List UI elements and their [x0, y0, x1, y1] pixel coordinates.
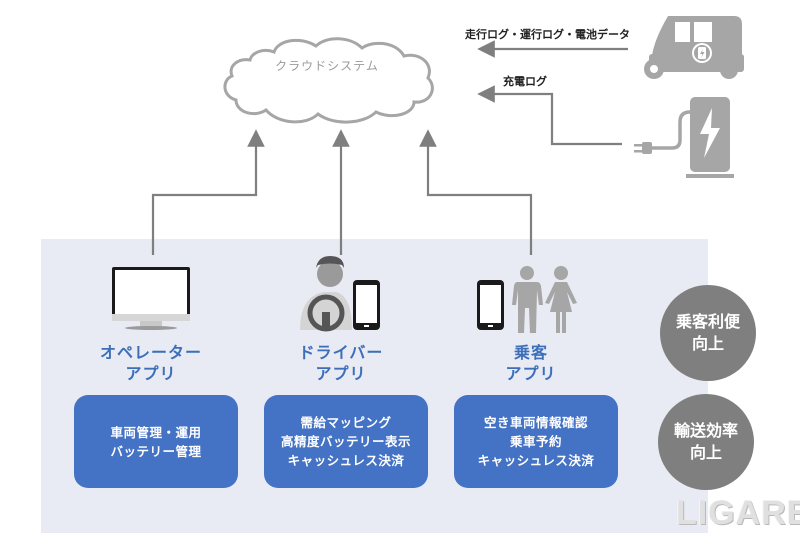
driver-features-box: 需給マッピング 高精度バッテリー表示 キャッシュレス決済 [264, 395, 428, 488]
cloud-icon [223, 37, 434, 124]
transport-efficiency-badge: 輸送効率 向上 [658, 394, 754, 490]
feature-item: 乗車予約 [509, 434, 562, 449]
electric-tuk-tuk-icon [644, 16, 744, 79]
driver-app-title-line2: アプリ [315, 364, 367, 383]
badge-line1: 輸送効率 [673, 421, 738, 440]
passenger-app-title-line1: 乗客 [513, 343, 548, 362]
operator-to-cloud-arrow [151, 129, 265, 255]
feature-item: キャッシュレス決済 [477, 453, 595, 468]
driver-app-title-line1: ドライバー [298, 343, 384, 362]
charger-to-cloud-arrow [477, 85, 622, 146]
vehicle-data-label: 走行ログ・運行ログ・電池データ [465, 28, 630, 41]
passenger-app-title-line2: アプリ [505, 364, 557, 383]
feature-item: 需給マッピング [300, 415, 392, 430]
passengers-with-smartphone-icon [477, 266, 577, 333]
feature-item: 車両管理・運用 [110, 424, 202, 440]
passenger-app-title: 乗客 アプリ [456, 342, 606, 384]
cloud-system-label: クラウドシステム [275, 59, 379, 73]
feature-item: バッテリー管理 [110, 443, 202, 459]
charging-log-label: 充電ログ [503, 75, 547, 88]
operator-app-title: オペレーター アプリ [76, 342, 226, 384]
passenger-convenience-badge: 乗客利便 向上 [660, 285, 756, 381]
feature-item: キャッシュレス決済 [287, 453, 405, 468]
operator-app-title-line1: オペレーター [99, 343, 202, 362]
operator-app-title-line2: アプリ [125, 364, 177, 383]
driver-with-smartphone-icon [300, 256, 380, 332]
feature-item: 空き車両情報確認 [483, 415, 588, 430]
badge-line2: 向上 [689, 443, 722, 462]
operator-features-box: 車両管理・運用 バッテリー管理 [74, 395, 238, 488]
passenger-features-box: 空き車両情報確認 乗車予約 キャッシュレス決済 [454, 395, 618, 488]
driver-app-title: ドライバー アプリ [266, 342, 416, 384]
feature-item: 高精度バッテリー表示 [280, 434, 411, 449]
passenger-to-cloud-arrow [419, 129, 533, 255]
badge-line2: 向上 [691, 334, 724, 353]
ligare-watermark-logo: LIGARE [676, 494, 800, 532]
desktop-monitor-icon [112, 267, 190, 330]
badge-line1: 乗客利便 [675, 312, 740, 331]
charging-station-icon [634, 97, 734, 178]
